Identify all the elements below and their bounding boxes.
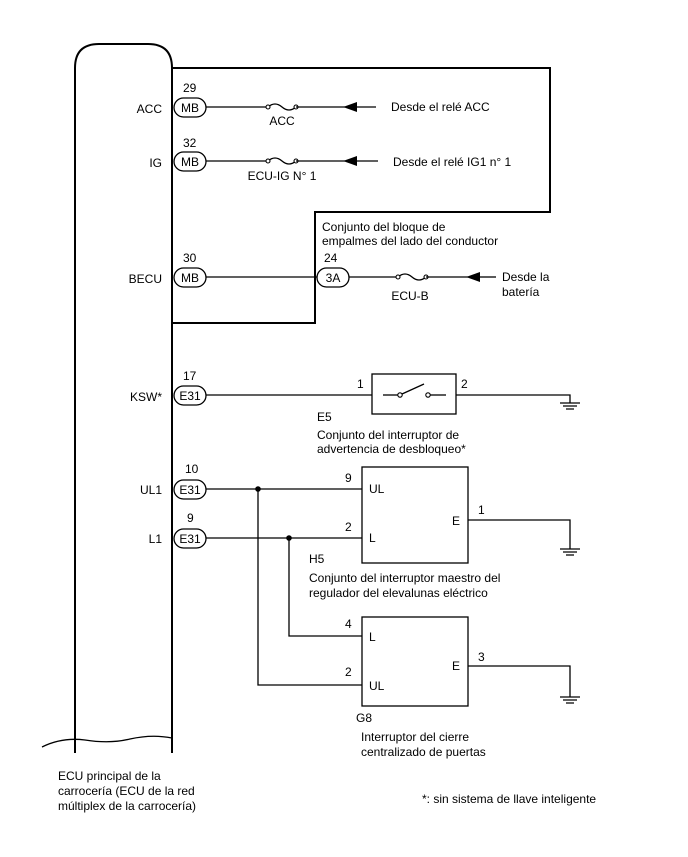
pin-l1: 9 L1 E31 (149, 511, 207, 549)
ecu-label-line-3: múltiplex de la carrocería) (58, 799, 196, 813)
footnote: *: sin sistema de llave inteligente (422, 792, 596, 806)
g8-code: G8 (356, 711, 372, 725)
ground-icon (560, 548, 580, 556)
connector-label: MB (181, 155, 199, 169)
pin-number: 10 (185, 462, 199, 476)
h5-component: 9 UL 2 L E 1 H5 Conjunto del interruptor… (309, 466, 580, 600)
e5-pin-right: 2 (461, 377, 468, 391)
ecu-label-line-2: carrocería (ECU de la red (58, 784, 195, 798)
connector-label: E31 (179, 389, 201, 403)
junction-block-label-1: Conjunto del bloque de (322, 220, 446, 234)
arrow-icon (343, 102, 357, 112)
ecu-label-line-1: ECU principal de la (58, 769, 161, 783)
e5-pin-left: 1 (357, 377, 364, 391)
connector-label: E31 (179, 483, 201, 497)
g8-pin-e: 3 (478, 650, 485, 664)
g8-pin-ul: 2 (345, 665, 352, 679)
pin-number: 9 (187, 511, 194, 525)
h5-term-e: E (452, 514, 460, 528)
pin-becu: 30 BECU MB (129, 251, 207, 288)
pin-ig: 32 IG MB (149, 136, 207, 172)
h5-pin-ul: 9 (345, 471, 352, 485)
signal-label: UL1 (140, 483, 162, 497)
g8-term-ul: UL (369, 679, 385, 693)
h5-label-2: regulador del elevalunas eléctrico (309, 586, 488, 600)
source-acc-label: Desde el relé ACC (391, 100, 490, 114)
fuse-ecub-label: ECU-B (391, 289, 428, 303)
g8-component: 4 L 2 UL E 3 G8 Interruptor del cierre c… (345, 616, 580, 759)
fuse-acc-label: ACC (269, 114, 295, 128)
h5-term-l: L (369, 531, 376, 545)
arrow-icon (343, 156, 357, 166)
fuse-ig-label: ECU-IG N° 1 (248, 169, 317, 183)
junction-connector-label: 3A (326, 271, 341, 285)
acc-circuit: ACC Desde el relé ACC (206, 100, 490, 128)
source-ig-label: Desde el relé IG1 n° 1 (393, 155, 512, 169)
signal-label: KSW* (130, 390, 162, 404)
e5-label-1: Conjunto del interruptor de (317, 428, 459, 442)
h5-code: H5 (309, 552, 325, 566)
g8-term-l: L (369, 630, 376, 644)
e5-label-2: advertencia de desbloqueo* (317, 442, 466, 456)
ecu-bottom-break (41, 735, 173, 753)
e5-code: E5 (317, 410, 332, 424)
g8-term-e: E (452, 659, 460, 673)
ground-icon (560, 402, 580, 410)
ig-circuit: ECU-IG N° 1 Desde el relé IG1 n° 1 (206, 155, 512, 183)
connector-label: E31 (179, 532, 201, 546)
ground-icon (560, 696, 580, 704)
pin-number: 29 (183, 81, 197, 95)
pin-number: 32 (183, 136, 197, 150)
h5-term-ul: UL (369, 482, 385, 496)
junction-block-label-2: empalmes del lado del conductor (322, 234, 498, 248)
becu-circuit: Conjunto del bloque de empalmes del lado… (206, 220, 550, 303)
ecu-outline (74, 43, 173, 753)
pin-ksw: 17 KSW* E31 (130, 369, 207, 406)
connector-label: MB (181, 271, 199, 285)
pin-ul1: 10 UL1 E31 (140, 462, 207, 500)
source-battery-label-2: batería (502, 285, 540, 299)
signal-label: IG (149, 156, 162, 170)
signal-label: L1 (149, 532, 163, 546)
connector-label: MB (181, 101, 199, 115)
h5-pin-e: 1 (478, 503, 485, 517)
pin-acc: 29 ACC MB (137, 81, 207, 118)
source-battery-label-1: Desde la (502, 270, 550, 284)
signal-label: BECU (129, 272, 162, 286)
g8-label-1: Interruptor del cierre (361, 730, 469, 744)
junction-pin-number: 24 (324, 251, 338, 265)
ul1-l1-wiring (206, 486, 362, 686)
signal-label: ACC (137, 102, 163, 116)
g8-pin-l: 4 (345, 617, 352, 631)
g8-label-2: centralizado de puertas (361, 745, 486, 759)
arrow-icon (466, 272, 480, 282)
power-circuit-box (172, 67, 551, 324)
h5-pin-l: 2 (345, 520, 352, 534)
h5-label-1: Conjunto del interruptor maestro del (309, 571, 500, 585)
pin-number: 17 (183, 369, 197, 383)
pin-number: 30 (183, 251, 197, 265)
e5-switch: 1 2 E5 Conjunto del interruptor de adver… (206, 373, 580, 456)
